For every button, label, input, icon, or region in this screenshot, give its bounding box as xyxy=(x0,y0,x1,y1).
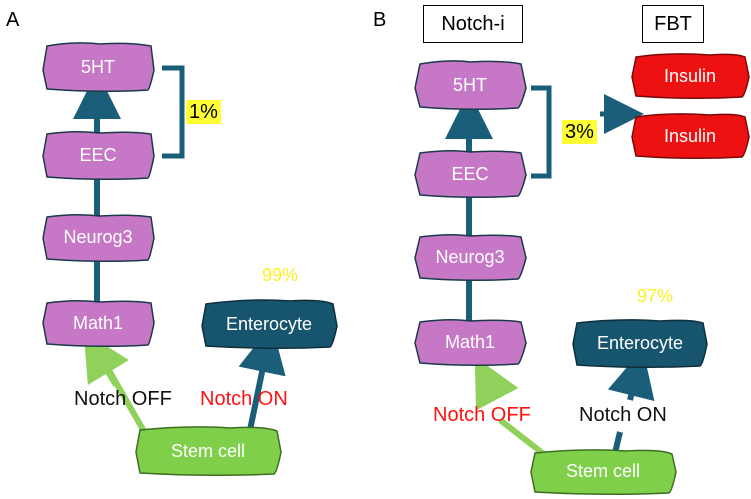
enterocyte-percent-b: 97% xyxy=(637,286,674,306)
notch-on-arrow-a xyxy=(238,324,286,431)
header-notch-i: Notch-i xyxy=(423,5,523,43)
node-label-neurog3-a: Neurog3 xyxy=(63,227,132,247)
node-neurog3-b: Neurog3 xyxy=(414,233,527,282)
header-fbt: FBT xyxy=(642,5,704,43)
node-stem-a: Stem cell xyxy=(135,426,282,477)
node-enterocyte-a: Enterocyte xyxy=(201,299,338,350)
notch-on-label-a: Notch ON xyxy=(200,388,288,410)
node-neurog3-a: Neurog3 xyxy=(42,213,155,263)
node-label-stem-a: Stem cell xyxy=(171,441,245,461)
node-math1-b: Math1 xyxy=(414,318,527,367)
panel-letter-b: B xyxy=(373,9,387,31)
node-label-stem-b: Stem cell xyxy=(566,461,640,481)
node-stem-b: Stem cell xyxy=(530,449,677,496)
panel-b: 5HT EEC Neurog3 Math1 Enterocyte Stem ce… xyxy=(414,53,750,496)
node-label-enterocyte-a: Enterocyte xyxy=(226,314,312,334)
node-label-5ht-a: 5HT xyxy=(81,57,115,77)
notch-off-arrow-b xyxy=(498,417,547,458)
notch-off-label-a: Notch OFF xyxy=(74,388,172,410)
eec-percent-a: 1% xyxy=(186,100,221,124)
node-label-eec-a: EEC xyxy=(79,145,116,165)
node-eec-a: EEC xyxy=(42,130,155,181)
notch-on-label-b: Notch ON xyxy=(579,404,667,426)
node-label-insulin-top-b: Insulin xyxy=(664,66,716,86)
node-enterocyte-b: Enterocyte xyxy=(572,319,708,369)
node-insulin-bottom-b: Insulin xyxy=(631,113,750,160)
node-5ht-a: 5HT xyxy=(42,42,155,93)
bracket-a xyxy=(162,65,185,159)
notch-off-arrow-head-b xyxy=(474,356,519,411)
node-label-math1-b: Math1 xyxy=(445,332,495,352)
notch-on-arrow-b xyxy=(607,348,655,402)
node-label-enterocyte-b: Enterocyte xyxy=(597,333,683,353)
node-label-eec-b: EEC xyxy=(451,164,488,184)
notch-off-label-b: Notch OFF xyxy=(433,404,531,426)
node-math1-a: Math1 xyxy=(42,299,155,348)
enterocyte-percent-a: 99% xyxy=(262,265,299,285)
node-5ht-b: 5HT xyxy=(414,60,527,111)
node-insulin-top-b: Insulin xyxy=(631,53,750,100)
node-eec-b: EEC xyxy=(414,149,527,199)
node-label-5ht-b: 5HT xyxy=(453,75,487,95)
eec-percent-b: 3% xyxy=(562,120,597,144)
panel-letter-a: A xyxy=(6,9,20,31)
node-label-insulin-bottom-b: Insulin xyxy=(664,126,716,146)
notch-off-arrow-head-a xyxy=(83,331,129,387)
panel-a: 5HT EEC Neurog3 Math1 Enterocyte Stem ce… xyxy=(42,42,338,477)
node-label-math1-a: Math1 xyxy=(73,313,123,333)
bracket-b xyxy=(531,85,552,179)
node-label-neurog3-b: Neurog3 xyxy=(435,247,504,267)
